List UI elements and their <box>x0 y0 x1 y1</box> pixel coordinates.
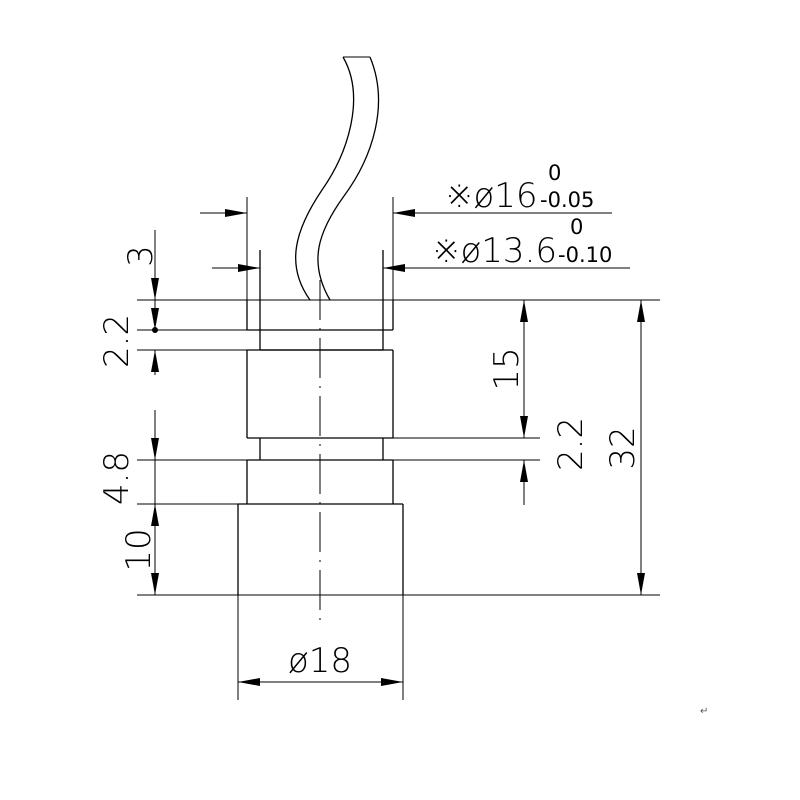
top-outer-tol-upper: 0 <box>548 161 561 185</box>
left-dim-3: 3 <box>121 245 161 267</box>
svg-text:※ø13.6: ※ø13.6 <box>432 231 557 271</box>
top-outer-tol-lower: -0.05 <box>540 188 594 212</box>
top-inner-tol-upper: 0 <box>570 215 583 239</box>
left-dim-4-8: 4.8 <box>97 451 137 505</box>
dim-top-inner: ※ø13.6 0 -0.10 <box>212 215 630 272</box>
top-outer-value: ø16 <box>474 176 538 216</box>
right-dim-32: 32 <box>603 426 643 469</box>
dim-right-inner: 15 2.2 <box>487 300 591 505</box>
top-inner-symbol: ※ <box>432 231 461 271</box>
top-inner-value: ø13.6 <box>461 231 558 271</box>
dim-top-outer: ※ø16 0 -0.05 <box>200 161 612 217</box>
right-dim-15: 15 <box>487 347 527 390</box>
svg-text:※ø16: ※ø16 <box>445 176 538 216</box>
left-dim-2-2: 2.2 <box>97 314 137 368</box>
return-mark: ↵ <box>700 706 708 717</box>
cable <box>295 56 380 301</box>
dim-left-chain: 3 2.2 4.8 10 <box>97 230 161 595</box>
dim-right-total: 32 <box>603 300 645 595</box>
right-dim-2-2: 2.2 <box>551 417 591 471</box>
top-inner-tol-lower: -0.10 <box>558 243 612 267</box>
dim-base: ø18 <box>238 641 403 686</box>
top-outer-symbol: ※ <box>445 176 474 216</box>
extension-lines <box>137 197 660 700</box>
base-diameter: ø18 <box>288 641 352 681</box>
left-dim-10: 10 <box>119 528 159 571</box>
